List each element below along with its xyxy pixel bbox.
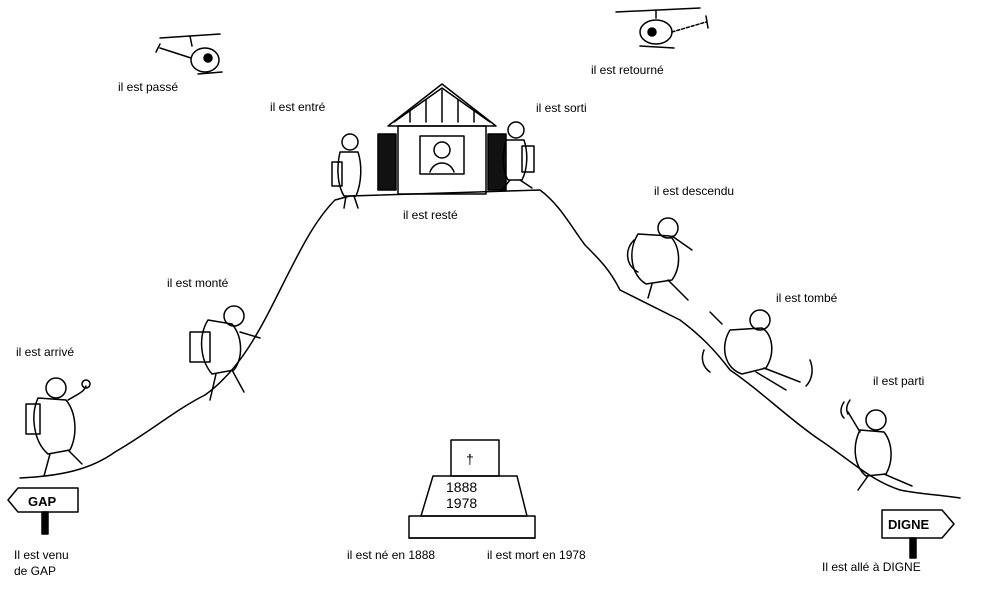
label-reste: il est resté (403, 208, 458, 222)
label-sorti: il est sorti (536, 101, 587, 115)
label-arrive: il est arrivé (16, 345, 75, 359)
label-mort: il est mort en 1978 (487, 548, 586, 562)
sign-digne-label: DIGNE (888, 517, 930, 532)
helicopter-icon (615, 7, 709, 49)
label-venu-line2: de GAP (14, 564, 57, 578)
hiker-figure (701, 309, 813, 391)
sign-gap-label: GAP (28, 494, 57, 509)
label-venu-line1: Il est venu (14, 548, 69, 562)
sign-gap (7, 487, 79, 535)
hiker-figure (331, 133, 362, 209)
tomb-cross: † (466, 451, 474, 467)
hiker-figure (626, 217, 693, 301)
label-retourne: il est retourné (591, 63, 664, 77)
tombstone (408, 439, 536, 539)
hiker-figure (25, 377, 91, 477)
label-parti: il est parti (873, 374, 925, 388)
label-tombe: il est tombé (776, 291, 838, 305)
label-entre: il est entré (270, 100, 326, 114)
hiker-figure (189, 305, 261, 401)
hiker-figure (840, 399, 913, 491)
mountain-slope (19, 189, 961, 499)
tomb-year-death: 1978 (446, 495, 477, 511)
sign-digne (881, 509, 955, 559)
tomb-year-birth: 1888 (446, 479, 477, 495)
label-passe: il est passé (118, 80, 179, 94)
label-alle: Il est allé à DIGNE (822, 560, 921, 574)
label-monte: il est monté (167, 276, 229, 290)
label-ne: il est né en 1888 (347, 548, 436, 562)
mountain-hut (377, 83, 507, 195)
label-descendu: il est descendu (654, 184, 735, 198)
helicopter-icon (155, 33, 223, 75)
hiker-figure (501, 121, 535, 191)
